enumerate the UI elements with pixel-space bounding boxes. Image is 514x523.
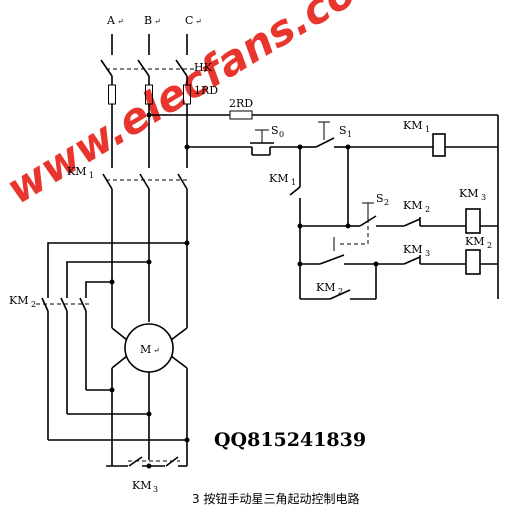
svg-text:0: 0: [279, 130, 284, 139]
svg-text:3: 3: [153, 485, 158, 494]
svg-text:2: 2: [487, 241, 492, 250]
km3-star-contacts: [106, 456, 188, 469]
svg-text:↵: ↵: [117, 17, 124, 26]
s0-stop-button: [250, 129, 274, 156]
phase-a-label: A: [106, 14, 116, 27]
phase-c-label: C: [185, 14, 193, 27]
caption: 3 按钮手动星三角起动控制电路: [192, 491, 359, 506]
km2-delta-contacts: [36, 297, 90, 312]
hk-switch: [100, 59, 194, 77]
km2-hold-contact: [329, 289, 376, 300]
qq-text: QQ815241839: [214, 429, 366, 451]
control-circuit: 2RD S 0 S 1 KM: [146, 97, 499, 300]
svg-text:3: 3: [425, 249, 430, 258]
km3-nc-contact: [376, 255, 466, 265]
km2-hold-label: KM: [316, 281, 335, 294]
svg-text:1: 1: [425, 125, 430, 134]
km2-nc-contact: [403, 217, 466, 227]
svg-text:2: 2: [338, 287, 343, 296]
svg-text:2: 2: [31, 300, 36, 309]
fuse-2rd: [229, 110, 253, 120]
motor-label: M: [140, 343, 151, 356]
km2-coil: [465, 249, 481, 275]
s1-label: S: [339, 124, 347, 137]
km1-main-label: KM: [67, 165, 86, 178]
s2-label: S: [376, 192, 384, 205]
km3-star-label: KM: [132, 479, 151, 492]
km1-coil: [432, 133, 446, 157]
km2-delta-label: KM: [9, 294, 28, 307]
svg-text:3: 3: [481, 193, 486, 202]
km3-c1-label: KM: [403, 243, 422, 256]
svg-text:1: 1: [347, 130, 352, 139]
fuse-2rd-label: 2RD: [229, 97, 253, 110]
km2-coil-label: KM: [465, 235, 484, 248]
hk-label: HK: [194, 61, 213, 74]
svg-text:↵: ↵: [154, 17, 161, 26]
s2-button: [348, 202, 404, 227]
svg-text:1: 1: [291, 178, 296, 187]
phase-b-label: B: [144, 14, 152, 27]
watermark-text: www.elecfans.com: [0, 0, 401, 214]
s2-no-contact: [300, 254, 376, 265]
km1-coil-label: KM: [403, 119, 422, 132]
svg-text:↵: ↵: [153, 346, 160, 355]
km2-c1-label: KM: [403, 199, 422, 212]
svg-text:2: 2: [425, 205, 430, 214]
km1-aux-label: KM: [269, 172, 288, 185]
km3-coil-label: KM: [459, 187, 478, 200]
main-circuit: A B C ↵ ↵ ↵ HK 1RD: [9, 14, 218, 494]
km1-main-contacts: [102, 173, 190, 190]
s0-label: S: [271, 124, 279, 137]
km3-coil: [465, 208, 481, 234]
fuse-1rd-label: 1RD: [194, 84, 218, 97]
delta-wires: [47, 242, 187, 441]
svg-text:1: 1: [89, 171, 94, 180]
svg-text:2: 2: [384, 198, 389, 207]
svg-text:↵: ↵: [195, 17, 202, 26]
